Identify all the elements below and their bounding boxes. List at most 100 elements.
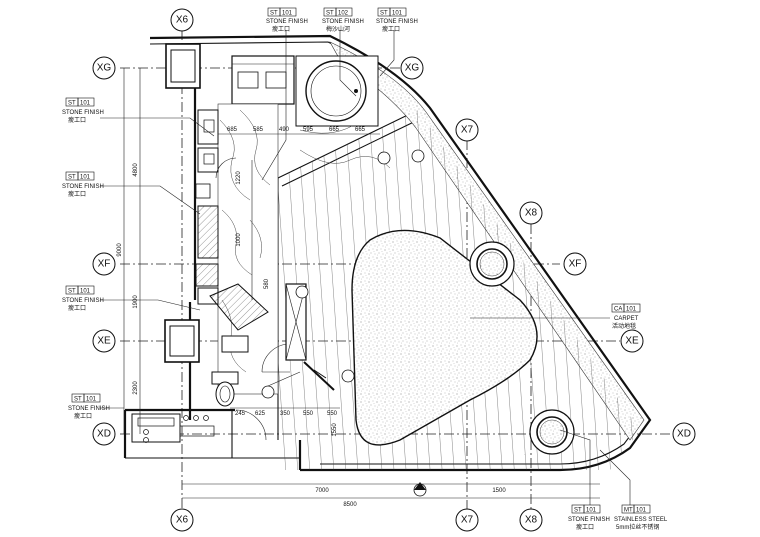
grid-bubble-xg-right: XG	[400, 56, 424, 80]
svg-text:STONE FINISH: STONE FINISH	[266, 19, 308, 25]
svg-text:XG: XG	[405, 63, 420, 74]
material-tag-top-1: ST 101 STONE FINISH 瘦工口	[266, 7, 308, 33]
column-x6-xg	[165, 43, 201, 89]
dim-low-2: 625	[255, 411, 266, 417]
grid-bubble-x6-top: X6	[170, 8, 194, 32]
svg-text:101: 101	[636, 508, 647, 514]
dim-top-5: 665	[329, 127, 340, 133]
svg-text:5mm拉丝不锈钢: 5mm拉丝不锈钢	[616, 523, 659, 531]
dim-left-1: 4800	[133, 163, 139, 177]
reception-desk	[131, 413, 215, 443]
svg-text:ST: ST	[270, 11, 278, 17]
dim-bottom-total: 8500	[343, 502, 357, 508]
dimension-lines	[123, 68, 600, 499]
grid-bubble-xg-left: XG	[92, 56, 116, 80]
svg-text:活动地毯: 活动地毯	[612, 322, 636, 330]
svg-text:X8: X8	[525, 208, 538, 219]
svg-text:ST: ST	[68, 175, 76, 181]
dim-top-2: 585	[253, 127, 264, 133]
svg-text:X6: X6	[176, 515, 189, 526]
svg-text:101: 101	[392, 11, 403, 17]
dim-top-1: 685	[227, 127, 238, 133]
grid-bubble-x8-right: X8	[519, 201, 543, 225]
material-tag-left-2: ST 101 STONE FINISH 瘦工口	[62, 171, 104, 198]
material-tag-top-2: ST 102 STONE FINISH 梅沙山河	[322, 7, 364, 33]
dim-low-5: 550	[327, 411, 338, 417]
column-round-xf	[469, 241, 515, 287]
svg-text:瘦工口: 瘦工口	[272, 25, 290, 33]
column-round-xd	[529, 409, 575, 455]
svg-text:101: 101	[86, 397, 97, 403]
vanity-counter	[231, 55, 295, 105]
svg-text:XD: XD	[97, 429, 111, 440]
grid-bubble-xd-right: XD	[672, 422, 696, 446]
svg-text:CA: CA	[614, 307, 622, 313]
dim-left-3: 2300	[133, 381, 139, 395]
dim-low-4: 550	[303, 411, 314, 417]
dim-low-3: 350	[280, 411, 291, 417]
dim-mid-3: 580	[264, 278, 270, 289]
dim-left-2: 1900	[133, 295, 139, 309]
grid-bubble-x8-bottom: X8	[519, 508, 543, 532]
grid-bubble-xd-left: XD	[92, 422, 116, 446]
svg-text:102: 102	[338, 11, 349, 17]
material-tag-left-3: ST 101 STONE FINISH 瘦工口	[62, 285, 104, 312]
svg-text:STONE FINISH: STONE FINISH	[568, 517, 610, 523]
svg-text:瘦工口: 瘦工口	[74, 412, 92, 420]
material-tag-left-4: ST 101 STONE FINISH 瘦工口	[68, 393, 110, 420]
dim-top-4: 595	[303, 127, 314, 133]
toilet	[211, 371, 239, 407]
svg-text:101: 101	[80, 101, 91, 107]
dim-left-total: 9000	[117, 243, 123, 257]
dim-top-6: 665	[355, 127, 366, 133]
svg-text:XE: XE	[97, 336, 111, 347]
svg-text:X7: X7	[461, 515, 474, 526]
dim-bottom-1: 7000	[315, 488, 329, 494]
material-tag-left-1: ST 101 STONE FINISH 瘦工口	[62, 97, 104, 124]
svg-text:ST: ST	[380, 11, 388, 17]
svg-text:STAINLESS STEEL: STAINLESS STEEL	[614, 517, 668, 523]
bench	[209, 283, 269, 353]
svg-text:101: 101	[80, 175, 91, 181]
svg-text:X7: X7	[461, 125, 474, 136]
svg-text:ST: ST	[326, 11, 334, 17]
svg-text:101: 101	[282, 11, 293, 17]
svg-text:STONE FINISH: STONE FINISH	[68, 406, 110, 412]
svg-text:瘦工口: 瘦工口	[382, 25, 400, 33]
dim-low-6: 1550	[332, 423, 338, 437]
grid-bubble-xf-left: XF	[92, 252, 116, 276]
material-tag-bottom-2: MT 101 STAINLESS STEEL 5mm拉丝不锈钢	[614, 504, 668, 531]
material-tag-right-1: CA 101 CARPET 活动地毯	[611, 303, 641, 330]
svg-text:X8: X8	[525, 515, 538, 526]
svg-text:101: 101	[80, 289, 91, 295]
dim-bottom-2: 1500	[492, 488, 506, 494]
svg-text:STONE FINISH: STONE FINISH	[376, 19, 418, 25]
svg-text:XD: XD	[677, 429, 691, 440]
svg-text:瘦工口: 瘦工口	[576, 523, 594, 531]
svg-text:XF: XF	[569, 259, 582, 270]
dim-low-1: 245	[235, 411, 246, 417]
svg-text:STONE FINISH: STONE FINISH	[322, 19, 364, 25]
svg-text:X6: X6	[176, 15, 189, 26]
dim-mid-2: 1000	[236, 233, 242, 247]
dim-top-3: 490	[279, 127, 290, 133]
svg-text:瘦工口: 瘦工口	[68, 190, 86, 198]
svg-text:ST: ST	[68, 101, 76, 107]
svg-text:ST: ST	[74, 397, 82, 403]
column-x6-xe	[164, 319, 200, 363]
svg-text:瘦工口: 瘦工口	[68, 304, 86, 312]
grid-bubble-xf-right: XF	[563, 252, 587, 276]
leader-lines	[100, 30, 631, 505]
svg-text:101: 101	[586, 508, 597, 514]
svg-text:STONE FINISH: STONE FINISH	[62, 110, 104, 116]
svg-text:梅沙山河: 梅沙山河	[326, 25, 350, 33]
material-tag-bottom-1: ST 101 STONE FINISH 瘦工口	[568, 504, 610, 531]
grid-bubble-x6-bottom: X6	[170, 508, 194, 532]
bathtub	[295, 55, 379, 127]
svg-text:STONE FINISH: STONE FINISH	[62, 184, 104, 190]
grid-bubble-x7-right: X7	[455, 118, 479, 142]
svg-text:XF: XF	[98, 259, 111, 270]
svg-text:CARPET: CARPET	[614, 316, 639, 322]
material-tag-top-3: ST 101 STONE FINISH 瘦工口	[376, 7, 418, 33]
